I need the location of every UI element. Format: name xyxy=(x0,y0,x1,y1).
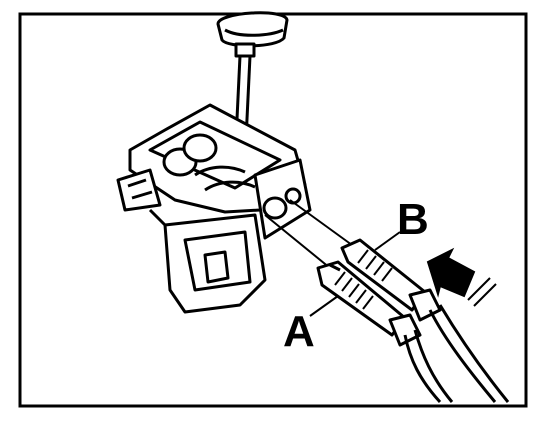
plug-icon xyxy=(316,260,422,347)
label-b: B xyxy=(397,195,429,244)
cable-icon xyxy=(403,304,510,404)
arrow-right-icon xyxy=(426,247,497,307)
label-leaders xyxy=(309,231,401,317)
alignment-lines xyxy=(264,199,353,269)
label-a: A xyxy=(283,307,315,356)
connector-housing-icon xyxy=(116,103,312,314)
